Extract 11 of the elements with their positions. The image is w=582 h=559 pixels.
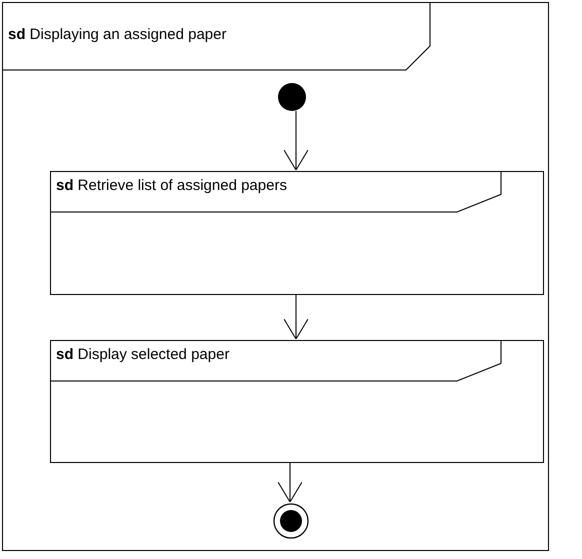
sequence-frame (2, 2, 549, 551)
sequence-frame (50, 340, 544, 463)
final-node (273, 503, 309, 539)
frame-title: sd Displaying an assigned paper (8, 26, 226, 42)
arrow (284, 294, 308, 340)
sequence-frame (50, 171, 544, 295)
frame-title: sd Display selected paper (56, 347, 230, 362)
initial-node (277, 82, 307, 112)
arrow (278, 462, 302, 502)
frame-title: sd Retrieve list of assigned papers (56, 178, 287, 193)
arrow (284, 110, 308, 170)
